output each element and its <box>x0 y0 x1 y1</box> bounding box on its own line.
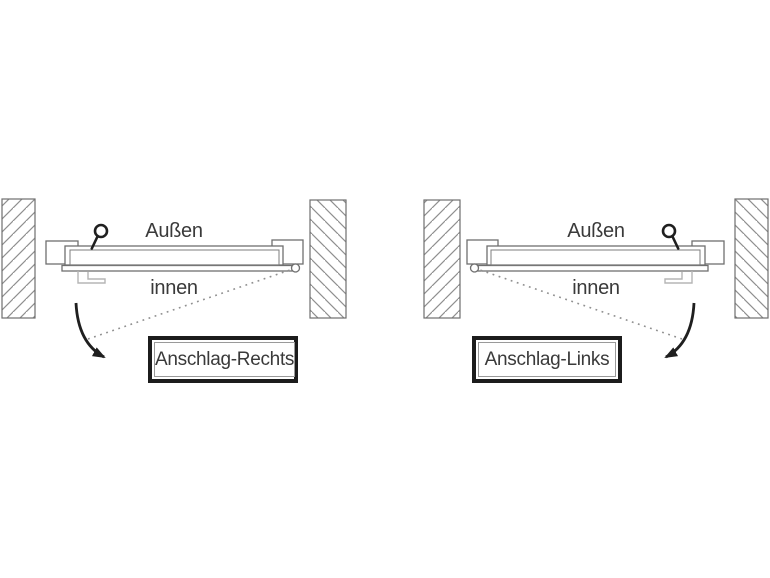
door-knob-icon <box>93 223 109 239</box>
wall-hatch-icon <box>423 199 461 319</box>
inside-handle-icon <box>664 271 693 284</box>
hinge-pivot-icon <box>469 263 480 273</box>
door-threshold <box>476 264 709 272</box>
door-threshold <box>61 264 294 272</box>
inside-handle-icon <box>77 271 106 284</box>
wall-hatch-icon <box>309 199 347 319</box>
door-knob-stem <box>90 235 99 250</box>
door-knob-icon <box>661 223 677 239</box>
inside-label: innen <box>150 277 198 299</box>
handing-box-label: Anschlag-Links <box>478 342 616 377</box>
wall-hatch-icon <box>734 198 769 319</box>
outside-label: Außen <box>145 220 203 242</box>
outside-label: Außen <box>567 220 625 242</box>
wall-hatch-icon <box>1 198 36 319</box>
swing-arrow-icon <box>664 302 696 359</box>
inside-label: innen <box>572 277 620 299</box>
door-knob-stem <box>671 235 680 250</box>
diagram-right-art <box>423 198 769 359</box>
diagram-left-art <box>1 198 347 359</box>
door-leaf-inner-line <box>490 249 701 266</box>
hinge-pivot-icon <box>290 263 301 273</box>
handing-box-links: Anschlag-Links <box>472 336 622 383</box>
handing-box-rechts: Anschlag-Rechts <box>148 336 298 383</box>
door-leaf <box>64 245 284 266</box>
door-leaf <box>486 245 706 266</box>
swing-arrow-icon <box>74 302 106 359</box>
handing-box-label: Anschlag-Rechts <box>154 342 296 377</box>
door-leaf-inner-line <box>69 249 280 266</box>
